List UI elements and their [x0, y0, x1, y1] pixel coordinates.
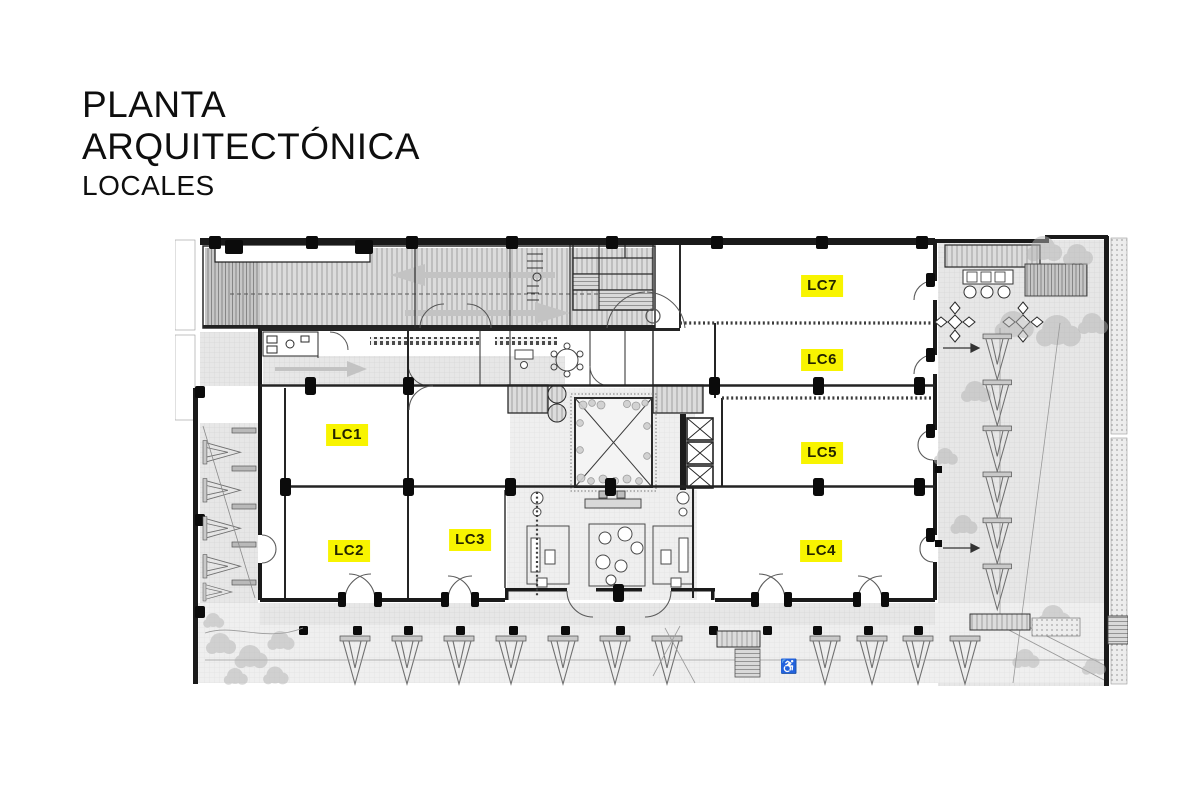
locale-label-lc2: LC2 [328, 540, 370, 562]
floor-plan-svg: ♿ [175, 235, 1128, 686]
locale-label-lc6: LC6 [801, 349, 843, 371]
edge-stairs [1107, 615, 1128, 645]
jambs-ramp [225, 240, 373, 254]
columns [195, 236, 935, 635]
walls [193, 235, 1109, 686]
terrace [933, 236, 1128, 684]
left-walk [200, 332, 258, 386]
accessible-icon: ♿ [780, 658, 797, 675]
strip-diagonal [202, 425, 256, 599]
spiral-stair [547, 403, 567, 423]
locale-label-lc3: LC3 [449, 529, 491, 551]
locale-label-lc5: LC5 [801, 442, 843, 464]
spiral-stair [547, 384, 567, 404]
column-row-mid [305, 377, 925, 395]
terrace-arrows [943, 343, 981, 553]
page-title-line1: PLANTA [82, 84, 227, 125]
corridor-arrow [275, 367, 347, 371]
door-lc3 [447, 575, 473, 601]
column-row-lc [280, 478, 925, 496]
door-lc4-west [756, 573, 786, 601]
office-desk [514, 349, 534, 369]
terrace-stairs-south [969, 613, 1031, 631]
ramp-arrow-right [405, 310, 535, 316]
floor-plan: ♿ [175, 228, 1128, 693]
door-lc1 [408, 385, 434, 411]
page-title-line2: ARQUITECTÓNICA [82, 126, 420, 167]
reception-desk [584, 498, 642, 509]
door-lc2 [344, 573, 376, 601]
lobby [526, 490, 694, 588]
stairs-west [507, 384, 549, 414]
columns-portico [299, 626, 923, 635]
ramp-arrow-left [425, 272, 555, 278]
mosaic-band [370, 337, 480, 345]
mosaic-band [495, 337, 557, 345]
left-tree-strip [202, 425, 257, 602]
columns-left-strip [195, 386, 205, 618]
dashed-partitions [535, 321, 933, 596]
locale-label-lc7: LC7 [801, 275, 843, 297]
benches [231, 427, 257, 586]
column-row-top [209, 236, 928, 249]
terrace-table [962, 269, 1014, 285]
right-edge-strip [1110, 237, 1128, 435]
jambs-right-wall [926, 273, 935, 542]
service-core [414, 240, 686, 329]
portico-floor [260, 603, 935, 625]
pergola [1024, 263, 1088, 297]
door-lobby-west [566, 590, 594, 618]
page-subtitle: LOCALES [82, 170, 215, 201]
locale-label-lc1: LC1 [326, 424, 368, 446]
right-edge-strip [1110, 437, 1128, 685]
stairs-east [652, 384, 704, 414]
jambs-storefront [338, 584, 889, 607]
restrooms [262, 331, 319, 357]
corridor-row [262, 330, 626, 387]
garden-southwest [203, 613, 304, 685]
elevator [686, 465, 714, 489]
left-edge-strip [175, 239, 196, 331]
title-block: PLANTA ARQUITECTÓNICA LOCALES [82, 84, 420, 202]
meeting-table [550, 342, 584, 378]
elevator [686, 441, 714, 465]
left-edge-strip [175, 334, 196, 421]
lobby-rug-center [588, 523, 646, 587]
street-trees [205, 635, 1104, 685]
door-lc4-east [857, 575, 883, 601]
electrical-panel [527, 253, 543, 301]
courtyard [570, 393, 657, 492]
locale-label-lc4: LC4 [800, 540, 842, 562]
elevator [686, 417, 714, 441]
door-lc2-side [261, 534, 277, 564]
door-lobby-east [644, 590, 672, 618]
vertical-circulation [507, 384, 714, 490]
